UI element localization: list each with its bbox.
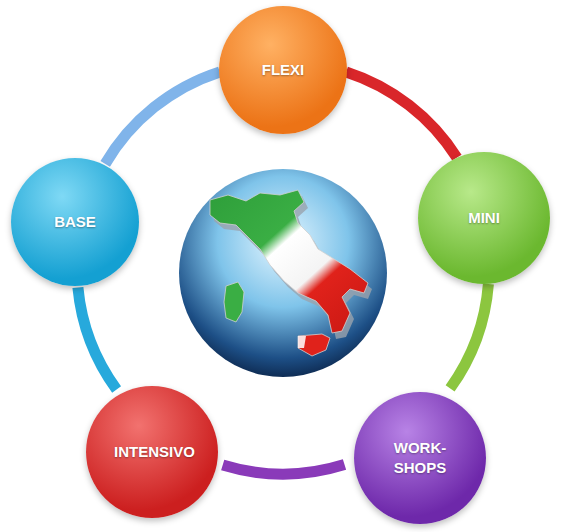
ring-segment [450, 284, 488, 388]
sardinia [224, 282, 244, 322]
program-circle: INTENSIVO [86, 386, 218, 518]
italy-mainland [210, 190, 368, 333]
ring-segment [78, 287, 117, 389]
circle-label: FLEXI [262, 60, 305, 80]
program-circle: MINI [418, 152, 550, 284]
ring-segment [105, 72, 220, 164]
sicily-highlight [298, 336, 306, 348]
circle-label: WORK- SHOPS [382, 438, 458, 479]
program-circle: FLEXI [219, 6, 347, 134]
program-circle: WORK- SHOPS [354, 392, 486, 524]
globe [179, 169, 387, 377]
circle-label: BASE [54, 212, 96, 232]
sicily [298, 334, 330, 356]
ring-segment [223, 465, 345, 474]
ring-segment [346, 72, 457, 158]
circle-label: MINI [468, 208, 500, 228]
circle-label: INTENSIVO [114, 442, 190, 462]
program-circle: BASE [11, 158, 139, 286]
